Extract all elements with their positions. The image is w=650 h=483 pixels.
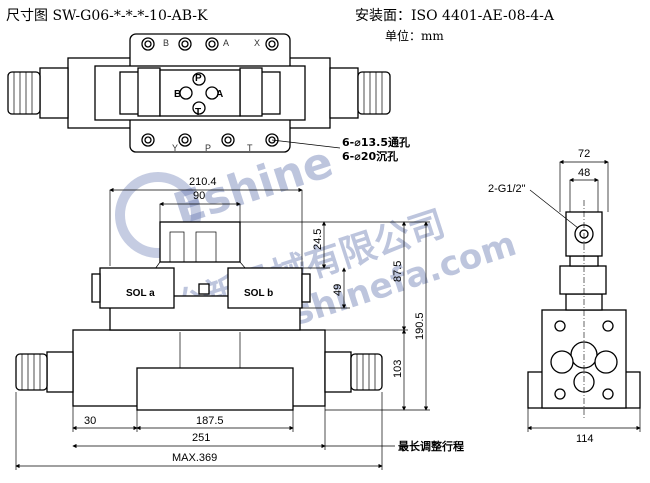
port-p: P <box>195 73 202 84</box>
dim-49: 49 <box>332 284 344 296</box>
port-letter-x-top: X <box>254 38 260 48</box>
dim-48: 48 <box>578 167 590 179</box>
front-right-knob <box>350 353 383 391</box>
watermark-logo-ring <box>115 172 201 258</box>
dim-187-5: 187.5 <box>196 415 224 427</box>
side-view: 72 48 2-G1/2" 114 <box>488 148 641 445</box>
port-letter-b-top: B <box>163 38 169 48</box>
dim-103: 103 <box>392 360 404 378</box>
dim-251: 251 <box>192 432 210 444</box>
dim-72: 72 <box>578 148 590 160</box>
port-letter-t-bottom: T <box>247 143 253 153</box>
port-letter-y-bottom: Y <box>172 143 178 153</box>
port-letter-p-bottom: P <box>205 143 211 153</box>
port-letter-a-top: A <box>223 38 229 48</box>
hole-note-counterbore: 6-⌀20沉孔 <box>342 149 398 163</box>
top-left-cap <box>39 67 69 119</box>
side-solenoid <box>559 265 607 295</box>
dim-max-369: MAX.369 <box>172 452 217 464</box>
port-thread-note: 2-G1/2" <box>488 183 526 195</box>
front-view: SOL a SOL b 210.4 90 30 187.5 251 MAX.36… <box>15 176 464 470</box>
max-stroke-note: 最长调整行程 <box>398 439 464 453</box>
dim-30: 30 <box>84 415 96 427</box>
dim-210-4: 210.4 <box>189 176 217 188</box>
top-right-knob <box>357 71 391 115</box>
dim-190-5: 190.5 <box>414 312 426 340</box>
top-left-knob <box>7 71 41 115</box>
dim-90: 90 <box>193 190 205 202</box>
unit-label: 单位：mm <box>385 28 444 43</box>
sol-b-label: SOL b <box>244 288 273 299</box>
top-view: P B A T B A X Y P T 6-⌀13.5通孔 6-⌀20沉孔 <box>7 33 410 163</box>
dim-24-5: 24.5 <box>312 229 324 250</box>
drawing-title: 尺寸图 SW-G06-*-*-*-10-AB-K <box>6 8 208 24</box>
hole-note-through: 6-⌀13.5通孔 <box>342 136 410 149</box>
dim-114: 114 <box>576 433 594 445</box>
port-b: B <box>174 89 181 100</box>
solenoid-b <box>227 267 303 309</box>
top-right-cap <box>329 67 359 119</box>
dim-87-5: 87.5 <box>392 261 404 282</box>
port-t: T <box>195 107 201 118</box>
top-bolt-row <box>141 37 279 147</box>
sol-a-label: SOL a <box>126 288 155 299</box>
front-left-knob <box>15 353 48 391</box>
port-a: A <box>216 89 223 100</box>
front-pilot-top <box>159 221 241 263</box>
front-spool-block <box>136 367 294 411</box>
mount-surface-label: 安装面：ISO 4401-AE-08-4-A <box>355 8 555 24</box>
